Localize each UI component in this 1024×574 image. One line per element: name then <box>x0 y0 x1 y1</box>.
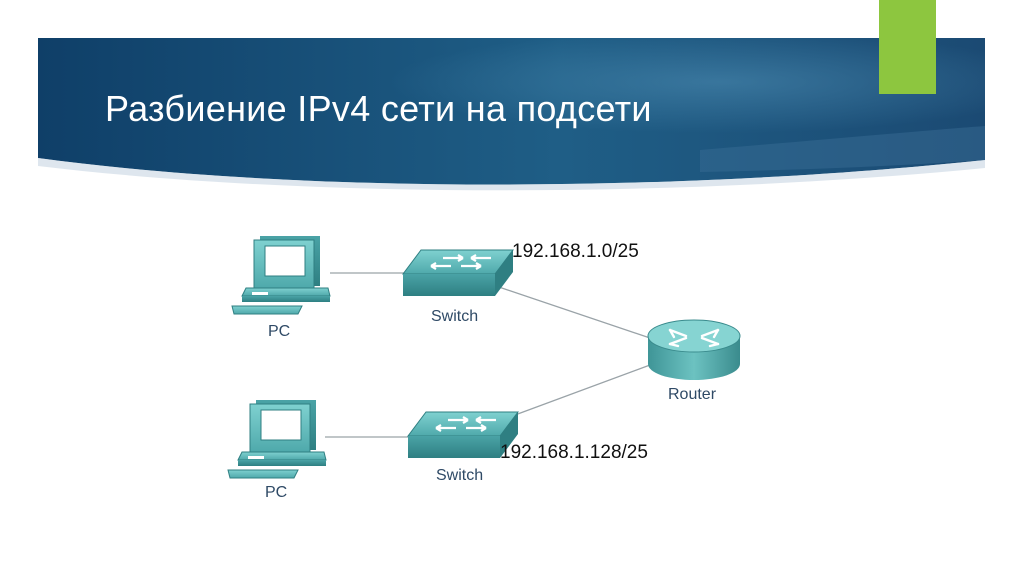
pc-top-label: PC <box>268 323 290 340</box>
router-label: Router <box>668 386 717 403</box>
switch-bottom-label: Switch <box>436 467 483 484</box>
switch-icon <box>407 411 519 458</box>
router-icon <box>647 319 741 380</box>
title-banner <box>38 38 985 191</box>
pc-icon <box>227 400 327 479</box>
subnet-bottom-label: 192.168.1.128/25 <box>500 442 648 463</box>
pc-icon <box>231 236 331 315</box>
slide-title: Разбиение IPv4 сети на подсети <box>105 88 652 129</box>
accent-block <box>879 0 936 94</box>
subnet-top-label: 192.168.1.0/25 <box>512 241 639 262</box>
link-switch-top-router <box>489 283 651 339</box>
switch-top-label: Switch <box>431 308 478 325</box>
link-switch-bottom-router <box>514 364 651 416</box>
switch-icon <box>402 249 514 296</box>
pc-bottom-label: PC <box>265 484 287 501</box>
